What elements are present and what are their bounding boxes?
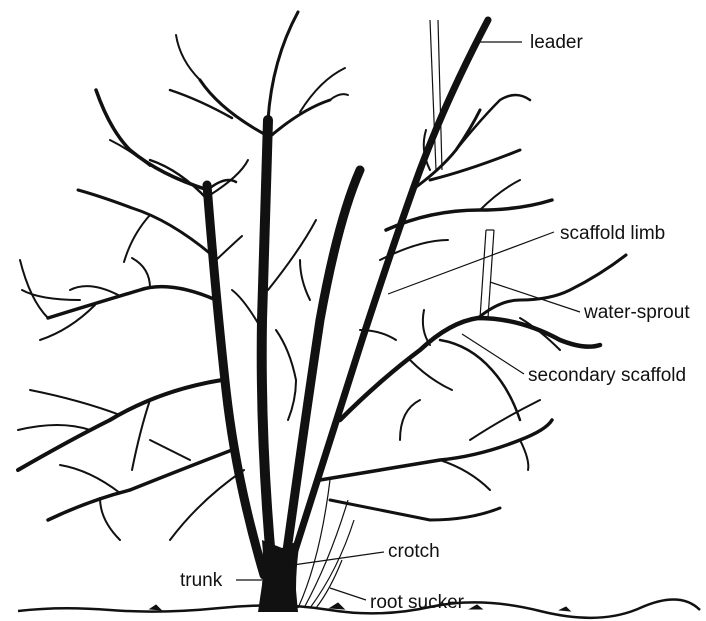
scaffold-limb-callout-line: [388, 232, 554, 294]
secondary-scaffold-callout-line: [462, 334, 524, 374]
label-water-sprout: water-sprout: [583, 302, 690, 323]
label-leader: leader: [530, 32, 583, 53]
root-suckers: [298, 480, 354, 608]
label-root-sucker: root sucker: [370, 592, 465, 613]
ground-line: [18, 599, 700, 617]
root-sucker-callout-line: [330, 588, 366, 600]
crotch-callout-line: [286, 552, 384, 566]
water-sprout-callout-line: [490, 282, 580, 312]
main-stems: [207, 12, 488, 575]
label-scaffold-limb: scaffold limb: [560, 223, 665, 244]
label-trunk: trunk: [180, 570, 223, 591]
label-crotch: crotch: [388, 541, 440, 562]
label-secondary-scaffold: secondary scaffold: [528, 365, 686, 386]
